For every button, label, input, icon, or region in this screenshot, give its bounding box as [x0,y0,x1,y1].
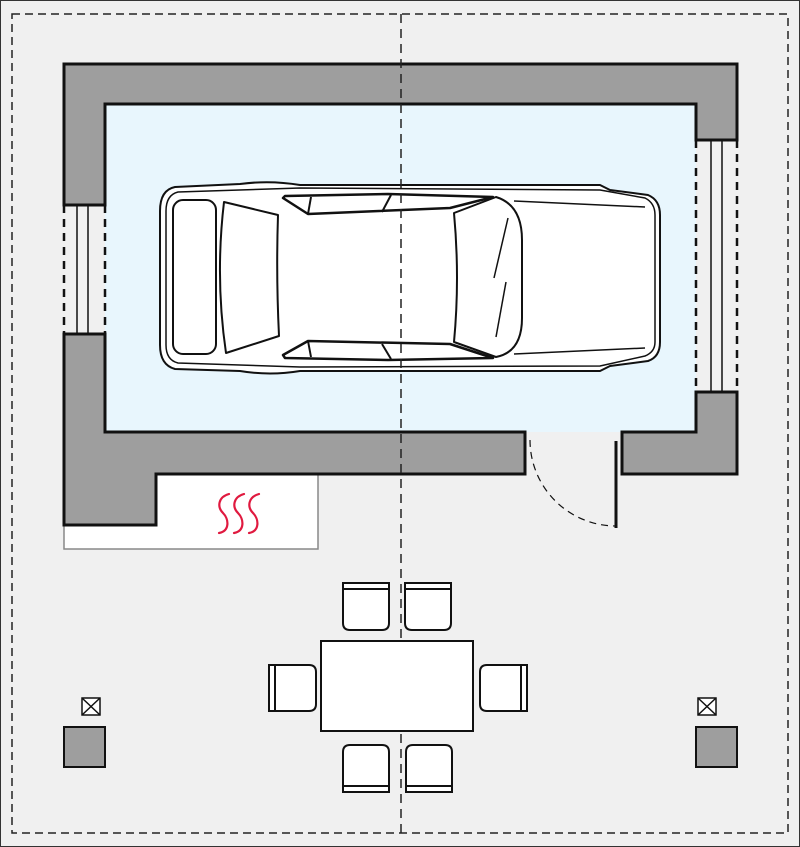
car-body-inner [165,187,656,368]
heater-icon [217,492,261,535]
car-rear-windscreen [218,201,280,354]
chair [342,744,390,793]
window-left [62,205,107,334]
column-left [63,726,106,768]
boundary-dashed [11,13,789,834]
window-right [694,140,739,392]
chair [342,582,390,631]
chair [404,582,452,631]
lamp-left [81,697,101,716]
lamp-right [697,697,717,716]
column-right [695,726,738,768]
car-rear-window [172,199,217,355]
chair [268,664,317,712]
swing-door [529,439,618,528]
dining-set [268,582,528,793]
chair [479,664,528,712]
car-windshield [453,196,523,358]
wall-bottom-left [62,332,527,527]
dining-table [320,640,474,732]
car-body [159,181,661,375]
car-top-view [159,181,661,375]
door-swing-arc [529,439,617,527]
chair [405,744,453,793]
wall-bottom-right [620,390,739,476]
